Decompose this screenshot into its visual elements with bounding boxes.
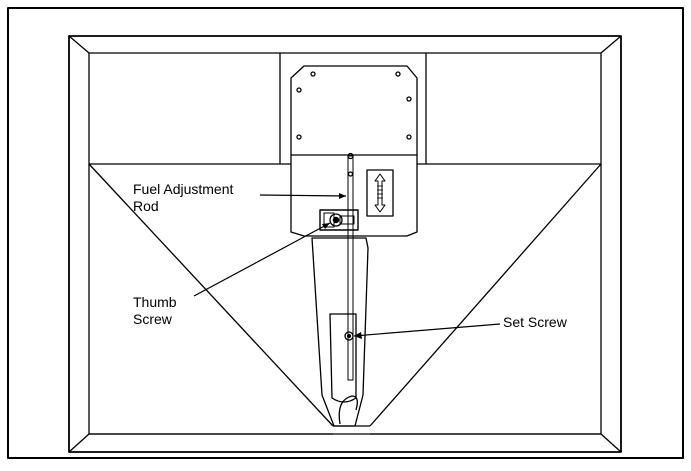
thumb-screw-knob bbox=[329, 213, 343, 227]
leader-thumb-screw bbox=[193, 222, 331, 297]
label-thumb-screw-line1: Thumb bbox=[133, 294, 177, 310]
adjustment-slot bbox=[366, 169, 394, 217]
label-set-screw-text: Set Screw bbox=[503, 314, 567, 330]
burner-tube bbox=[311, 237, 369, 427]
set-screw bbox=[344, 331, 354, 341]
label-thumb-screw-line2: Screw bbox=[133, 311, 172, 327]
frame-inner bbox=[88, 52, 602, 435]
thumb-screw-bracket bbox=[319, 209, 359, 231]
burner-tube-window bbox=[329, 313, 357, 403]
bevel-bottom-left bbox=[68, 433, 90, 453]
frame-outer bbox=[68, 35, 622, 453]
bolt-hole bbox=[296, 134, 302, 140]
leader-set-screw bbox=[353, 323, 501, 337]
bevel-top-right bbox=[600, 35, 622, 54]
label-fuel-adjustment-rod-line1: Fuel Adjustment bbox=[133, 181, 234, 197]
adjustment-arrow-icon bbox=[374, 173, 386, 213]
gas-hose bbox=[338, 395, 358, 425]
label-fuel-adjustment-rod-line2: Rod bbox=[133, 198, 159, 214]
side-slope-right bbox=[369, 163, 602, 427]
bolt-hole bbox=[406, 96, 412, 102]
leader-fuel-rod bbox=[259, 194, 347, 197]
bevel-bottom-right bbox=[600, 433, 622, 453]
bolt-hole bbox=[296, 87, 302, 93]
bolt-hole bbox=[395, 71, 401, 77]
bevel-top-left bbox=[68, 35, 90, 54]
label-thumb-screw: Thumb Screw bbox=[133, 294, 177, 328]
outer-border bbox=[7, 7, 684, 459]
bolt-hole bbox=[406, 134, 412, 140]
label-fuel-adjustment-rod: Fuel Adjustment Rod bbox=[133, 181, 233, 215]
bolt-hole bbox=[310, 71, 316, 77]
fuel-adjustment-rod bbox=[347, 155, 354, 381]
label-set-screw: Set Screw bbox=[503, 314, 567, 331]
side-slope-left bbox=[88, 163, 334, 427]
burner-box-upper bbox=[290, 65, 418, 237]
